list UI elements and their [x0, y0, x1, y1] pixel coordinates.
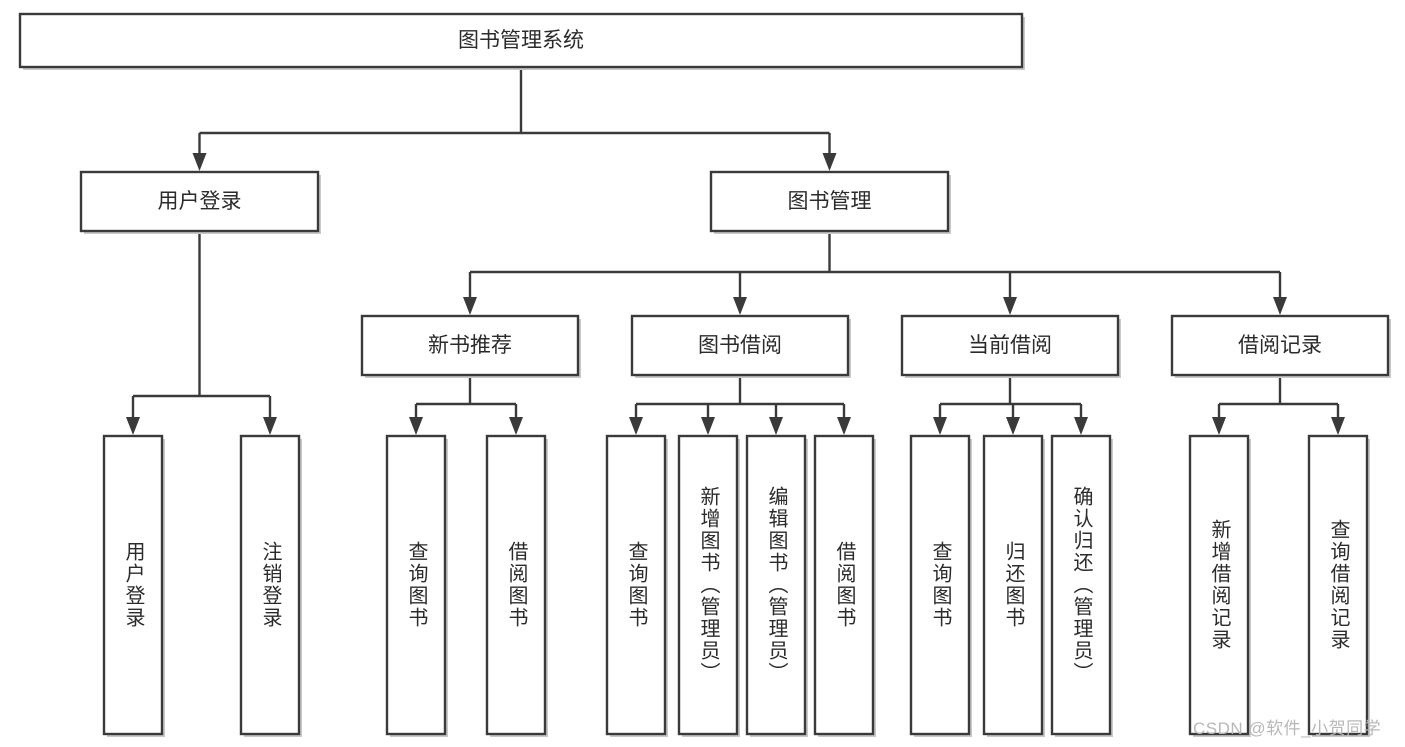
- arrow-head-icon: [263, 417, 277, 435]
- node-label-leaf-query-book-2: 查询图书: [625, 541, 647, 629]
- node-box-leaf-query-book-1[interactable]: [385, 434, 447, 736]
- node-box-leaf-add-borrow-record[interactable]: [1188, 434, 1250, 736]
- node-box-leaf-query-book-3[interactable]: [909, 434, 971, 736]
- node-box-leaf-borrow-book-1[interactable]: [485, 434, 547, 736]
- node-box-book-manage[interactable]: [709, 170, 950, 233]
- node-label-wrap-leaf-confirm-return-admin: 确认归还（管理员）: [1052, 436, 1110, 734]
- node-box-leaf-edit-book-admin[interactable]: [745, 434, 807, 736]
- node-label-wrap-leaf-query-book-3: 查询图书: [911, 436, 969, 734]
- arrow-head-icon: [629, 417, 643, 435]
- node-label-root: 图书管理系统: [458, 29, 584, 52]
- node-label-wrap-leaf-borrow-book-2: 借阅图书: [815, 436, 873, 734]
- node-label-leaf-add-book-admin: 新增图书（管理员）: [697, 486, 719, 684]
- node-box-leaf-add-book-admin[interactable]: [677, 434, 739, 736]
- node-label-wrap-leaf-user-login: 用户登录: [104, 436, 162, 734]
- node-box-leaf-confirm-return-admin[interactable]: [1050, 434, 1112, 736]
- node-label-user-login: 用户登录: [158, 190, 242, 213]
- node-label-borrow-record: 借阅记录: [1238, 334, 1322, 357]
- node-label-wrap-leaf-user-logout: 注销登录: [241, 436, 299, 734]
- node-box-new-book-recommend[interactable]: [360, 314, 580, 377]
- arrow-head-icon: [1212, 417, 1226, 435]
- node-box-leaf-user-login[interactable]: [102, 434, 164, 736]
- node-box-leaf-user-logout[interactable]: [239, 434, 301, 736]
- arrow-head-icon: [509, 417, 523, 435]
- arrow-head-icon: [192, 153, 207, 171]
- node-label-leaf-user-login: 用户登录: [122, 541, 144, 629]
- connector-group-userlogin-to-leaves: [126, 231, 277, 435]
- node-label-wrap-leaf-query-book-1: 查询图书: [387, 436, 445, 734]
- arrow-head-icon: [933, 417, 947, 435]
- node-label-wrap-leaf-add-borrow-record: 新增借阅记录: [1190, 436, 1248, 734]
- arrow-head-icon: [1006, 417, 1020, 435]
- arrow-head-icon: [1331, 417, 1345, 435]
- node-label-new-book-recommend: 新书推荐: [428, 334, 512, 357]
- node-label-wrap-leaf-borrow-book-1: 借阅图书: [487, 436, 545, 734]
- arrow-head-icon: [701, 417, 715, 435]
- node-label-book-manage: 图书管理: [788, 190, 872, 213]
- node-label-book-borrow: 图书借阅: [698, 334, 782, 357]
- arrow-head-icon: [822, 153, 837, 171]
- node-label-leaf-query-book-3: 查询图书: [929, 541, 951, 629]
- connectors-layer: [126, 67, 1345, 435]
- connector-group-root-to-level2: [192, 67, 837, 171]
- connector-group-borrowrecord-to-leaves: [1212, 375, 1345, 435]
- node-label-wrap-leaf-edit-book-admin: 编辑图书（管理员）: [747, 436, 805, 734]
- csdn-watermark: CSDN @软件_小贺同学: [1193, 719, 1382, 738]
- arrow-head-icon: [409, 417, 423, 435]
- connector-group-currentborrow-to-leaves: [933, 375, 1088, 435]
- node-box-book-borrow[interactable]: [630, 314, 850, 377]
- node-box-user-login[interactable]: [79, 170, 320, 233]
- arrow-head-icon: [126, 417, 140, 435]
- arrow-head-icon: [1003, 297, 1017, 315]
- node-label-wrap-leaf-add-book-admin: 新增图书（管理员）: [679, 436, 737, 734]
- boxes-layer: [18, 12, 1391, 737]
- arrow-head-icon: [733, 297, 747, 315]
- connector-group-bookmanage-to-level3: [463, 231, 1287, 315]
- node-label-leaf-query-book-1: 查询图书: [405, 541, 427, 629]
- node-label-leaf-add-borrow-record: 新增借阅记录: [1208, 519, 1230, 651]
- node-box-current-borrow[interactable]: [900, 314, 1120, 377]
- node-box-borrow-record[interactable]: [1170, 314, 1390, 377]
- node-label-leaf-user-logout: 注销登录: [259, 541, 281, 629]
- node-label-wrap-leaf-query-borrow-record: 查询借阅记录: [1309, 436, 1367, 734]
- node-label-current-borrow: 当前借阅: [968, 334, 1052, 357]
- node-box-leaf-query-book-2[interactable]: [605, 434, 667, 736]
- node-box-leaf-borrow-book-2[interactable]: [813, 434, 875, 736]
- node-label-leaf-borrow-book-1: 借阅图书: [505, 541, 527, 629]
- connector-group-newbook-to-leaves: [409, 375, 523, 435]
- node-label-wrap-leaf-query-book-2: 查询图书: [607, 436, 665, 734]
- node-box-leaf-query-borrow-record[interactable]: [1307, 434, 1369, 736]
- connector-group-bookborrow-to-leaves: [629, 375, 851, 435]
- node-label-leaf-borrow-book-2: 借阅图书: [833, 541, 855, 629]
- arrow-head-icon: [1074, 417, 1088, 435]
- node-label-leaf-edit-book-admin: 编辑图书（管理员）: [765, 486, 787, 684]
- arrow-head-icon: [769, 417, 783, 435]
- node-label-wrap-leaf-return-book: 归还图书: [984, 436, 1042, 734]
- arrow-head-icon: [463, 297, 477, 315]
- node-box-leaf-return-book[interactable]: [982, 434, 1044, 736]
- arrow-head-icon: [1273, 297, 1287, 315]
- arrow-head-icon: [837, 417, 851, 435]
- node-label-leaf-return-book: 归还图书: [1002, 541, 1024, 629]
- node-box-root[interactable]: [18, 12, 1024, 69]
- node-label-leaf-query-borrow-record: 查询借阅记录: [1327, 519, 1349, 651]
- node-label-leaf-confirm-return-admin: 确认归还（管理员）: [1070, 486, 1092, 684]
